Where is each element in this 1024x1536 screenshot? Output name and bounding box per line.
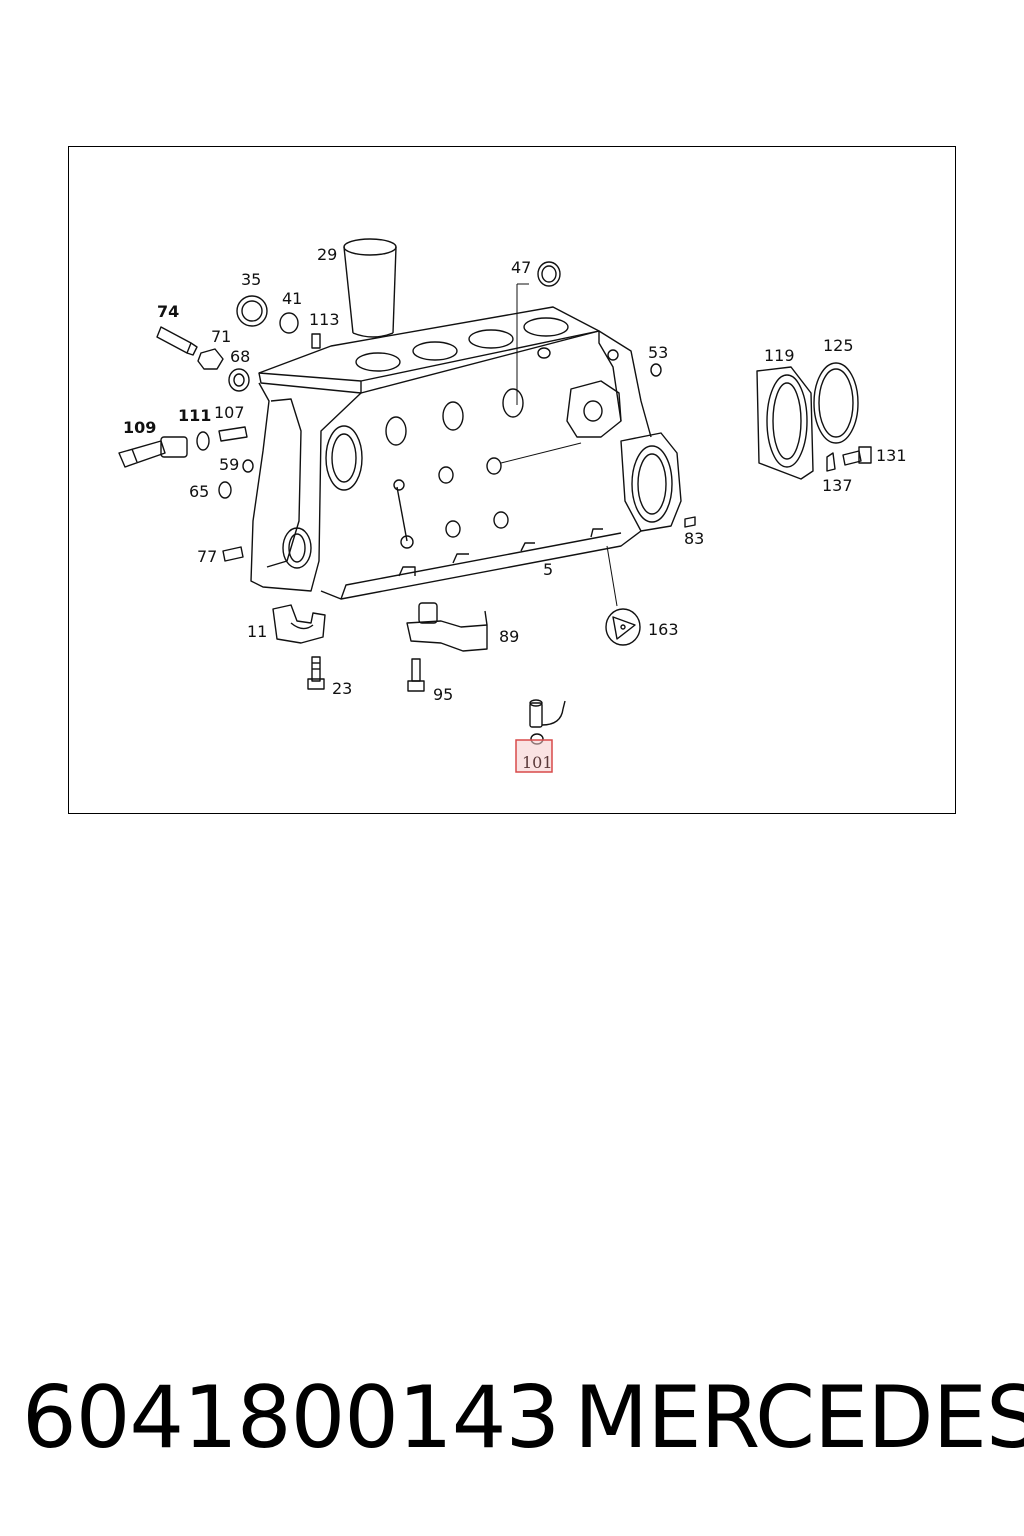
callout-125: 125 [823, 336, 854, 355]
brand-name-text: MERCEDES [574, 1368, 1024, 1468]
callout-59: 59 [219, 455, 239, 474]
callout-107: 107 [214, 403, 245, 422]
cap-part [218, 481, 232, 499]
oil-nozzle-part [406, 602, 488, 652]
callout-labels: 29 47 35 41 113 74 71 68 53 119 125 109 … [123, 245, 907, 772]
callout-41: 41 [282, 289, 302, 308]
hex-bolt-part [842, 446, 872, 466]
callout-101-highlighted: 101 [522, 753, 553, 772]
dowel-pin-part [311, 333, 321, 349]
sleeve-part [218, 426, 248, 442]
seal-ring-small [196, 431, 210, 451]
callout-137: 137 [822, 476, 853, 495]
hex-plug-part [197, 348, 224, 370]
rear-cover-part [756, 366, 814, 480]
callout-23: 23 [332, 679, 352, 698]
nozzle-bolt-part [407, 658, 425, 692]
sensor-part [118, 436, 188, 468]
engine-block-diagram: 29 47 35 41 113 74 71 68 53 119 125 109 … [118, 238, 907, 773]
callout-83: 83 [684, 529, 704, 548]
crankcase-block [250, 306, 682, 600]
callout-109: 109 [123, 418, 156, 437]
callout-74: 74 [157, 302, 179, 321]
ball-part [242, 459, 254, 473]
washer-part [228, 368, 250, 392]
callout-89: 89 [499, 627, 519, 646]
callout-77: 77 [197, 547, 217, 566]
clip-part [826, 452, 836, 472]
callout-95: 95 [433, 685, 453, 704]
rear-seal-part [813, 362, 859, 444]
dowel-small-part [684, 516, 696, 528]
callout-119: 119 [764, 346, 795, 365]
seal-ring-part [537, 261, 561, 287]
cover-plate-part [605, 608, 641, 646]
screw-plug-part [156, 326, 198, 356]
highlight-box [515, 739, 553, 773]
pin-part [222, 546, 244, 562]
callout-68: 68 [230, 347, 250, 366]
bearing-cap-part [272, 604, 326, 644]
callout-65: 65 [189, 482, 209, 501]
footer-caption: 6041800143 MERCEDES [0, 1370, 1024, 1480]
callout-71: 71 [211, 327, 231, 346]
callout-113: 113 [309, 310, 340, 329]
callout-131: 131 [876, 446, 907, 465]
cylinder-liner-part [343, 238, 397, 338]
cap-bolt-part [307, 656, 325, 690]
callout-35: 35 [241, 270, 261, 289]
callout-53: 53 [648, 343, 668, 362]
callout-47: 47 [511, 258, 531, 277]
callout-111: 111 [178, 406, 211, 425]
plug-part [236, 295, 268, 327]
callout-11: 11 [247, 622, 267, 641]
callout-5: 5 [543, 560, 553, 579]
callout-29: 29 [317, 245, 337, 264]
o-ring-part [279, 312, 299, 334]
callout-163: 163 [648, 620, 679, 639]
oil-spray-nozzle-part [529, 699, 566, 745]
part-number-text: 6041800143 [22, 1368, 560, 1468]
plug-small-part [650, 363, 662, 377]
diagram-frame: 29 47 35 41 113 74 71 68 53 119 125 109 … [68, 146, 956, 814]
